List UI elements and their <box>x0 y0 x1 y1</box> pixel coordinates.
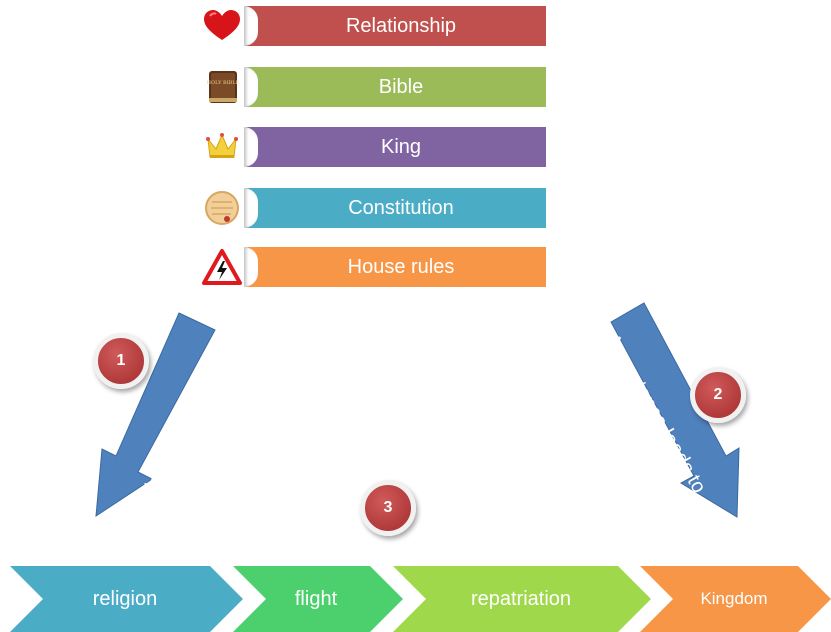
list-bar: Bible <box>244 67 546 107</box>
list-item-bible: HOLY BIBLE Bible <box>200 67 546 107</box>
step-circle-3: 3 <box>360 480 416 536</box>
scroll-icon <box>200 188 244 228</box>
warning-sign-icon <box>200 247 244 287</box>
process-step-repatriation: repatriation <box>393 566 651 632</box>
list-item-house-rules: House rules <box>200 247 546 287</box>
list-bar: King <box>244 127 546 167</box>
list-label: Relationship <box>345 15 457 37</box>
list-item-constitution: Constitution <box>200 188 546 228</box>
list-item-king: King <box>200 127 546 167</box>
list-label: King <box>380 136 422 158</box>
step-circle-2: 2 <box>690 367 746 423</box>
process-step-flight: flight <box>233 566 403 632</box>
list-bar: House rules <box>244 247 546 287</box>
list-label: Constitution <box>348 197 454 219</box>
step-circle-1: 1 <box>93 333 149 389</box>
process-step-kingdom: Kingdom <box>640 566 831 632</box>
left-arrow-shape <box>95 312 216 517</box>
process-step-label: religion <box>92 588 158 610</box>
process-step-label: Kingdom <box>700 589 768 608</box>
bible-book-icon: HOLY BIBLE <box>200 67 244 107</box>
list-label: Bible <box>378 76 424 98</box>
heart-icon <box>200 6 244 46</box>
bible-icon-text: HOLY BIBLE <box>207 80 240 86</box>
right-arrow-shape <box>610 302 740 518</box>
process-step-religion: religion <box>10 566 243 632</box>
list-item-relationship: Relationship <box>200 6 546 46</box>
list-label: House rules <box>347 256 455 278</box>
list-bar: Relationship <box>244 6 546 46</box>
list-bar: Constitution <box>244 188 546 228</box>
crown-icon <box>200 127 244 167</box>
process-step-label: repatriation <box>470 588 572 610</box>
process-step-label: flight <box>294 588 338 610</box>
